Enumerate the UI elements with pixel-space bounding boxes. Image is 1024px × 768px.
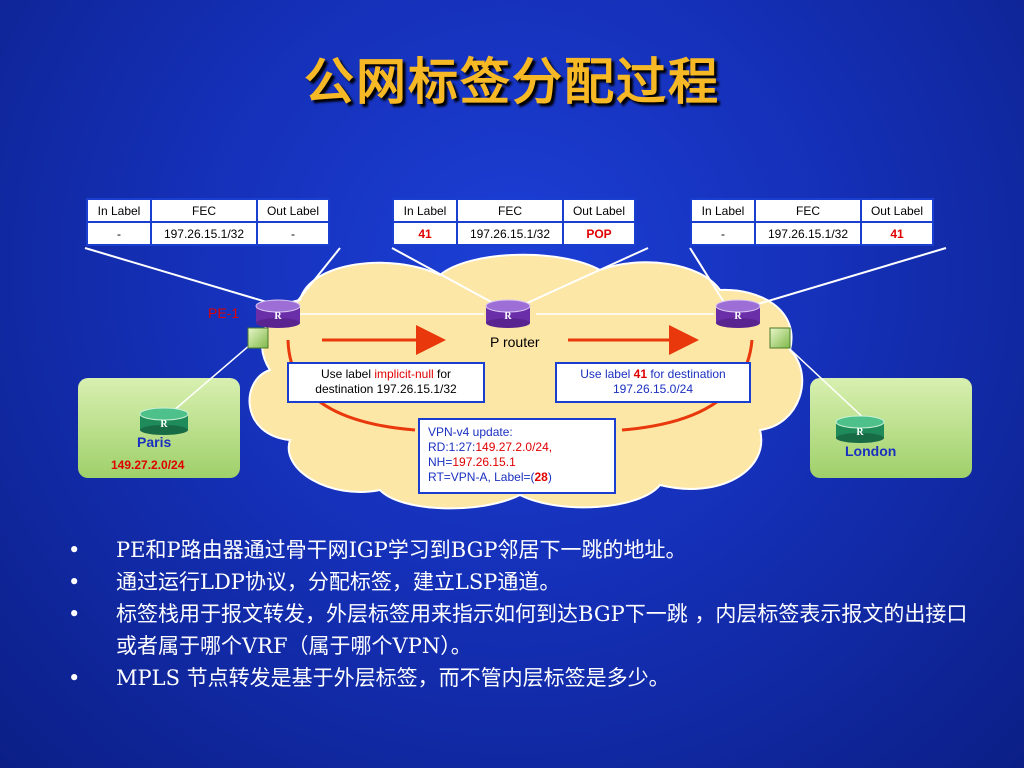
header-out-label: Out Label	[562, 198, 636, 223]
vpn-highlight: 28	[534, 470, 548, 484]
label41-callout: Use label 41 for destination 197.26.15.0…	[555, 362, 751, 403]
cell-in-label: 41	[392, 221, 458, 246]
vpn-update-callout: VPN-v4 update: RD:1:27:149.27.2.0/24, NH…	[418, 418, 616, 494]
label-table-pe1: In Label FEC Out Label - 197.26.15.1/32 …	[86, 198, 330, 246]
callout-text: 197.26.15.0/24	[612, 382, 694, 396]
cell-out-label: POP	[562, 221, 636, 246]
cell-in-label: -	[86, 221, 152, 246]
cell-fec: 197.26.15.1/32	[754, 221, 862, 246]
vpn-highlight: 149.27.2.0/24,	[475, 440, 553, 454]
router-icon: R	[255, 299, 301, 328]
bullet-item: MPLS 节点转发是基于外层标签，而不管内层标签是多少。	[68, 662, 968, 694]
callout-highlight: implicit-null	[374, 367, 434, 381]
paris-prefix: 149.27.2.0/24	[111, 458, 185, 472]
london-label: London	[845, 443, 897, 459]
vpn-highlight: 197.26.15.1	[452, 455, 516, 469]
cell-fec: 197.26.15.1/32	[456, 221, 564, 246]
header-fec: FEC	[150, 198, 258, 223]
router-glyph: R	[274, 311, 282, 322]
callout-text: destination 197.26.15.1/32	[315, 382, 457, 396]
p-router-label: P router	[490, 334, 540, 350]
ce-cube-right	[769, 327, 791, 349]
header-out-label: Out Label	[256, 198, 330, 223]
header-out-label: Out Label	[860, 198, 934, 223]
pe1-label: PE-1	[208, 305, 240, 321]
callout-text: Use label	[580, 367, 634, 381]
vpn-line: RT=VPN-A, Label=(	[428, 470, 535, 484]
vpn-line: VPN-v4 update:	[428, 425, 513, 439]
bullet-list: PE和P路由器通过骨干网IGP学习到BGP邻居下一跳的地址。 通过运行LDP协议…	[68, 534, 968, 694]
cell-out-label: 41	[860, 221, 934, 246]
label-table-pe2: In Label FEC Out Label - 197.26.15.1/32 …	[690, 198, 934, 246]
header-fec: FEC	[456, 198, 564, 223]
callout-highlight: 41	[633, 367, 647, 381]
ce-cube-left	[247, 327, 269, 349]
router-glyph: R	[734, 311, 742, 322]
cell-fec: 197.26.15.1/32	[150, 221, 258, 246]
router-icon: R	[835, 415, 885, 443]
backbone-cloud	[248, 253, 804, 510]
callout-text: Use label	[320, 367, 375, 381]
router-icon: R	[485, 299, 531, 328]
router-glyph: R	[856, 427, 864, 438]
header-in-label: In Label	[86, 198, 152, 223]
header-in-label: In Label	[392, 198, 458, 223]
cell-in-label: -	[690, 221, 756, 246]
bullet-item: 通过运行LDP协议，分配标签，建立LSP通道。	[68, 566, 968, 598]
vpn-line: RD:1:27:	[428, 440, 476, 454]
vpn-line: NH=	[428, 455, 453, 469]
label-table-p: In Label FEC Out Label 41 197.26.15.1/32…	[392, 198, 636, 246]
implicit-null-callout: Use label implicit-null for destination …	[287, 362, 485, 403]
page-title: 公网标签分配过程	[304, 53, 720, 111]
paris-label: Paris	[137, 434, 172, 450]
header-fec: FEC	[754, 198, 862, 223]
site-london	[810, 378, 972, 478]
router-glyph: R	[160, 419, 168, 430]
cell-out-label: -	[256, 221, 330, 246]
router-glyph: R	[504, 311, 512, 322]
callout-text: for destination	[647, 367, 726, 381]
header-in-label: In Label	[690, 198, 756, 223]
table-connectors	[84, 247, 947, 305]
vpn-line: )	[547, 470, 552, 484]
router-icon: R	[139, 407, 189, 435]
router-icon: R	[715, 299, 761, 328]
bullet-item: PE和P路由器通过骨干网IGP学习到BGP邻居下一跳的地址。	[68, 534, 968, 566]
links	[164, 313, 869, 423]
bullet-item: 标签栈用于报文转发，外层标签用来指示如何到达BGP下一跳 ，内层标签表示报文的出…	[68, 598, 968, 662]
callout-text: for	[433, 367, 452, 381]
